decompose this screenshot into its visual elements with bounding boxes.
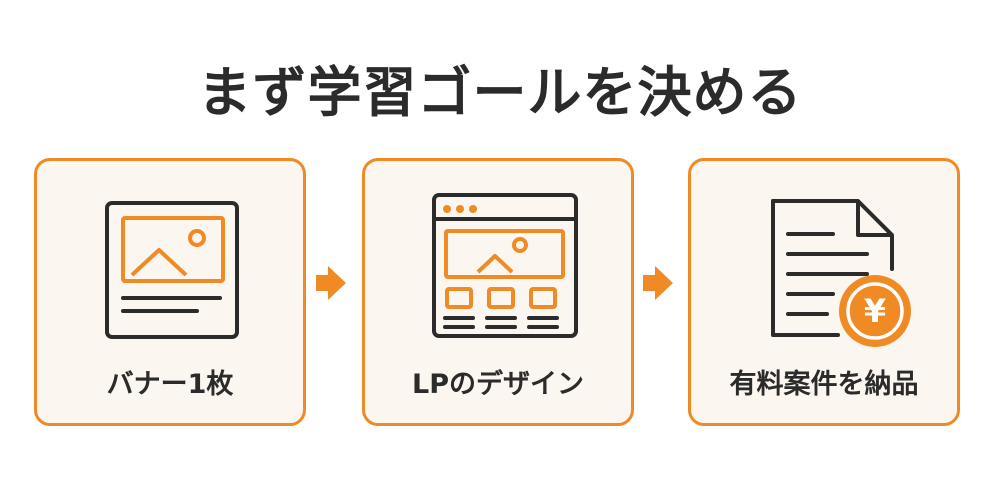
banner-image-icon (105, 201, 239, 339)
landing-page-browser-icon (432, 193, 578, 338)
step-label: LPのデザイン (412, 369, 584, 400)
arrow-right-icon (316, 266, 346, 300)
step-card-delivery: ¥ 有料案件を納品 (688, 158, 960, 426)
yen-symbol: ¥ (864, 292, 886, 330)
page-title: まず学習ゴールを決める (197, 61, 803, 124)
step-label: バナー1枚 (106, 369, 234, 400)
step-label: 有料案件を納品 (729, 369, 919, 400)
step-card-lp: LPのデザイン (362, 158, 634, 426)
arrow-right-icon (643, 266, 673, 300)
step-card-banner: バナー1枚 (34, 158, 306, 426)
invoice-document-yen-icon: ¥ (771, 199, 911, 347)
